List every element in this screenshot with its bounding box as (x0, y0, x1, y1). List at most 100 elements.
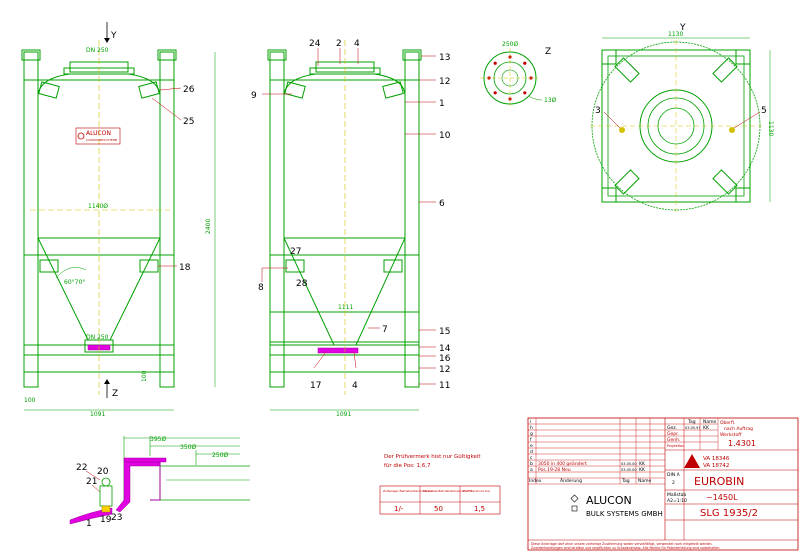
row-gepr: Gepr. (667, 431, 679, 437)
va-1: VA 18346 (703, 456, 730, 462)
rev-b-text: 3050 in 400 geändert (538, 461, 587, 467)
callout-25: 25 (183, 117, 194, 127)
pressure-value-3: 1,5 (474, 505, 485, 513)
front-view: ALUCON CONTAINERSYSTEME Y Z DN 250 DN 25… (21, 22, 216, 418)
callout-7: 7 (382, 325, 388, 335)
pressure-header-3: Prüfüberdruck bar (463, 489, 491, 493)
row-gez: Gez. (667, 425, 677, 431)
row-gez-date: 03.05.97 (685, 426, 701, 430)
surface-label: Oberfl. (720, 420, 735, 426)
dim-foot: 100 (141, 370, 148, 382)
col-index: Index (529, 478, 542, 484)
row-gez-name: KK (703, 425, 710, 431)
top-view-label: Y (679, 23, 686, 33)
callout-6: 6 (439, 199, 445, 209)
note-line-1: Der Prüfvermerk hist nur Gültigkeit (384, 454, 481, 460)
callout-9: 9 (251, 91, 257, 101)
col-change: Änderung (560, 477, 582, 484)
product-capacity: ~1450L (706, 493, 738, 502)
callout-8: 8 (258, 283, 264, 293)
callout-21: 21 (86, 477, 97, 487)
scale-value: A2=1:10 (667, 498, 687, 504)
rev-b-name: KK (639, 461, 646, 467)
detail-dim-1: 395Ø (150, 436, 166, 443)
scale-label: Maßstab (667, 492, 686, 498)
rev-a-name: KK (639, 467, 646, 473)
callout-23: 23 (111, 513, 122, 523)
material-label: Werkstoff (720, 432, 742, 438)
detail-dim-2: 350Ø (180, 444, 196, 451)
dim-angle: 60°70° (64, 279, 85, 286)
top-dim-width: 1130 (668, 31, 683, 38)
rev-i: i (530, 419, 531, 425)
dim-bottom-opening: DN 250 (86, 334, 109, 341)
callout-4-bottom: 4 (352, 381, 358, 391)
pressure-table: Zulässiger Betriebsüberdruck bar Maximal… (379, 485, 501, 515)
product-name: EUROBIN (694, 475, 744, 488)
callout-16: 16 (439, 354, 451, 364)
callout-1-detail: 1 (86, 519, 92, 529)
axis-y-label: Y (110, 31, 117, 41)
head-name: Name (703, 419, 717, 425)
callout-27: 27 (290, 247, 301, 257)
callout-5: 5 (761, 106, 767, 116)
pressure-value-2: 50 (434, 505, 443, 513)
callout-3: 3 (595, 106, 601, 116)
rev-a: a (530, 468, 533, 473)
callout-4-top: 4 (354, 39, 360, 49)
dim-top-opening: DN 250 (86, 47, 109, 54)
rev-d: d (530, 449, 533, 455)
callout-12-top: 12 (439, 77, 450, 87)
detail-view: 395Ø 350Ø 250Ø 22 20 21 1 19 23 (69, 436, 250, 529)
callout-18: 18 (179, 263, 191, 273)
company-sub: BULK SYSTEMS GMBH (586, 510, 663, 518)
callout-22: 22 (76, 463, 87, 473)
pressure-value-1: 1/- (394, 505, 404, 513)
callout-17: 17 (310, 381, 321, 391)
side-view: 1091 1111 24 2 4 13 12 1 10 6 15 14 16 1… (251, 39, 451, 418)
dim-width: 1091 (90, 411, 105, 418)
rev-c: c (530, 456, 533, 461)
row-projektion: Projektion (667, 444, 684, 448)
norm-label: DIN A (667, 472, 681, 478)
callout-1: 1 (439, 99, 445, 109)
callout-28: 28 (296, 279, 308, 289)
drawing-number: SLG 1935/2 (700, 508, 758, 519)
norm-value: 2 (672, 480, 675, 486)
col-date: Tag (621, 478, 630, 484)
callout-24: 24 (309, 39, 321, 49)
title-block: i h g f e d c b a 3050 in 400 geändert 0… (527, 417, 799, 551)
side-dim-width: 1091 (336, 411, 351, 418)
logo-sub: CONTAINERSYSTEME (86, 138, 117, 142)
rev-b: b (530, 461, 533, 467)
col-name: Name (638, 478, 652, 484)
side-dim-inner: 1111 (338, 304, 353, 311)
callout-2: 2 (336, 39, 342, 49)
rev-b-date: 03.05.00 (621, 462, 637, 466)
footer-line-1: Diese Unterlage darf ohne unsere vorheri… (531, 542, 713, 546)
head-tag: Tag (687, 419, 696, 425)
callout-26: 26 (183, 85, 195, 95)
rev-f: f (530, 437, 532, 443)
callout-11: 11 (439, 381, 450, 391)
top-view: 1130 1130 Y 3 5 (590, 23, 774, 212)
footer-line-2: Zuwiderhandlungen sind strafbar und verp… (531, 546, 720, 550)
flange-view: 250Ø Z 13Ø (480, 41, 557, 108)
flange-label: Z (545, 47, 551, 57)
note-line-2: für die Pos: 1,6,7 (384, 463, 431, 469)
axis-z-label: Z (112, 389, 118, 399)
callout-12-bottom: 12 (439, 365, 450, 375)
company-name: ALUCON (586, 494, 632, 507)
detail-dim-3: 250Ø (212, 452, 228, 459)
rev-a-date: 03.05.00 (621, 468, 637, 472)
callout-15: 15 (439, 327, 450, 337)
callout-10: 10 (439, 131, 451, 141)
dim-diameter: 1140Ø (88, 203, 108, 210)
flange-dim-outer: 250Ø (502, 41, 518, 48)
dim-height: 2400 (205, 219, 212, 234)
rev-e: e (530, 444, 533, 449)
top-dim-depth: 1130 (767, 121, 774, 136)
rev-g: g (530, 432, 533, 437)
callout-13: 13 (439, 53, 450, 63)
